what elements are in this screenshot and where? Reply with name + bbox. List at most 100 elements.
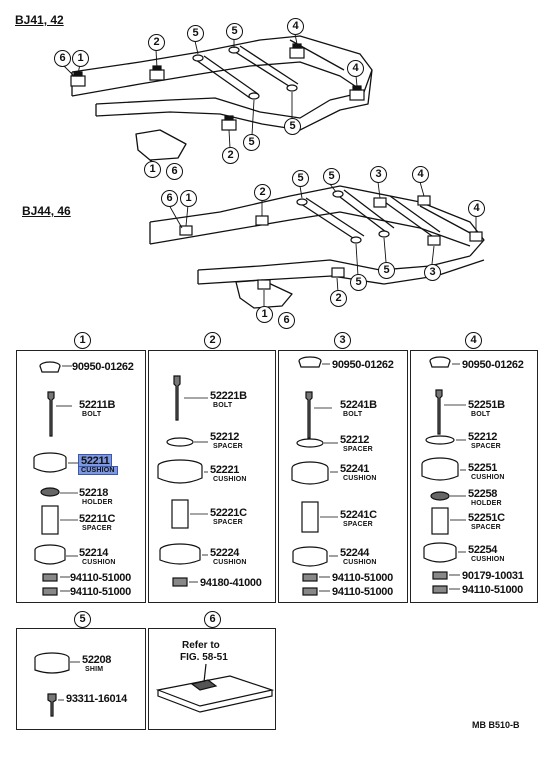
- group-2-heading: 2: [204, 332, 221, 349]
- g5-part-number[interactable]: 52208: [82, 654, 112, 666]
- group-1-heading: 1: [74, 332, 91, 349]
- g3-part-number[interactable]: 94110-51000: [332, 572, 393, 584]
- g4-part-name: CUSHION: [471, 556, 505, 563]
- g1-part-name: BOLT: [82, 411, 102, 418]
- frame-bj41-42: [71, 35, 373, 167]
- group-4-panel: [410, 350, 538, 603]
- callout-6[interactable]: 6: [161, 190, 178, 207]
- g3-part-number[interactable]: 94110-51000: [332, 586, 393, 598]
- g3-part-number[interactable]: 90950-01262: [332, 359, 394, 371]
- callout-2[interactable]: 2: [148, 34, 165, 51]
- model-label-bj44-46: BJ44, 46: [22, 204, 71, 218]
- g3-part-number[interactable]: 52212: [340, 434, 370, 446]
- callout-3[interactable]: 3: [424, 264, 441, 281]
- callout-1[interactable]: 1: [72, 50, 89, 67]
- g3-part-number[interactable]: 52241: [340, 463, 370, 475]
- callout-1[interactable]: 1: [144, 161, 161, 178]
- g1-part-name: SPACER: [82, 525, 112, 532]
- leader-lines: [61, 33, 477, 308]
- g1-part-number[interactable]: 94110-51000: [70, 586, 131, 598]
- g3-part-number[interactable]: 52241C: [340, 509, 377, 521]
- g1-part-number[interactable]: 52211C: [79, 513, 116, 525]
- g4-part-name: SPACER: [471, 443, 501, 450]
- group-6-panel: [148, 628, 276, 730]
- group-4-heading: 4: [465, 332, 482, 349]
- g2-part-name: BOLT: [213, 402, 233, 409]
- g3-part-name: SPACER: [343, 521, 373, 528]
- part-icons: [33, 356, 459, 717]
- g1-part-number[interactable]: 94110-51000: [70, 572, 131, 584]
- callout-5[interactable]: 5: [226, 23, 243, 40]
- refer-plate-illustration: [155, 663, 275, 713]
- g4-part-number[interactable]: 52251B: [468, 399, 505, 411]
- group-3-heading: 3: [334, 332, 351, 349]
- g2-part-name: SPACER: [213, 443, 243, 450]
- group-5-heading: 5: [74, 611, 91, 628]
- model-label-bj41-42: BJ41, 42: [15, 13, 64, 27]
- g4-part-number[interactable]: 52251C: [468, 512, 505, 524]
- callout-6[interactable]: 6: [278, 312, 295, 329]
- g1-part-number[interactable]: 52214: [79, 547, 109, 559]
- group-6-heading: 6: [204, 611, 221, 628]
- g3-part-number[interactable]: 52244: [340, 547, 370, 559]
- g1-part-number[interactable]: 52218: [79, 487, 109, 499]
- group-1-panel: [16, 350, 146, 603]
- g1-part-name: CUSHION: [82, 559, 116, 566]
- g5-part-number[interactable]: 93311-16014: [66, 693, 127, 705]
- refer-to-text: Refer to: [182, 640, 220, 651]
- g4-part-number[interactable]: 52254: [468, 544, 498, 556]
- group-2-panel: [148, 350, 276, 603]
- callout-5[interactable]: 5: [378, 262, 395, 279]
- callout-5[interactable]: 5: [284, 118, 301, 135]
- g4-part-number[interactable]: 90179-10031: [462, 570, 524, 582]
- g3-part-name: CUSHION: [343, 475, 377, 482]
- g1-part-name: CUSHION: [78, 466, 118, 475]
- g2-part-number[interactable]: 52212: [210, 431, 240, 443]
- callout-2[interactable]: 2: [330, 290, 347, 307]
- callout-4[interactable]: 4: [412, 166, 429, 183]
- callout-5[interactable]: 5: [243, 134, 260, 151]
- g3-part-name: BOLT: [343, 411, 363, 418]
- part-leaders: [56, 363, 466, 701]
- g4-part-number[interactable]: 52258: [468, 488, 498, 500]
- callout-5[interactable]: 5: [323, 168, 340, 185]
- g3-part-number[interactable]: 52241B: [340, 399, 377, 411]
- callout-1[interactable]: 1: [256, 306, 273, 323]
- g5-part-name: SHIM: [85, 666, 104, 673]
- callout-1[interactable]: 1: [180, 190, 197, 207]
- g2-part-number[interactable]: 52221C: [210, 507, 247, 519]
- g1-part-name: HOLDER: [82, 499, 113, 506]
- callout-4[interactable]: 4: [287, 18, 304, 35]
- g3-part-name: CUSHION: [343, 559, 377, 566]
- callout-4[interactable]: 4: [468, 200, 485, 217]
- callout-4[interactable]: 4: [347, 60, 364, 77]
- g1-part-number-highlighted[interactable]: 52211: [77, 454, 113, 468]
- callout-5[interactable]: 5: [350, 274, 367, 291]
- g2-part-name: CUSHION: [213, 476, 247, 483]
- figure-code: MB B510-B: [472, 720, 520, 730]
- g4-part-number[interactable]: 90950-01262: [462, 359, 524, 371]
- g4-part-number[interactable]: 52251: [468, 462, 498, 474]
- g4-part-name: BOLT: [471, 411, 491, 418]
- g2-part-number[interactable]: 94180-41000: [200, 577, 262, 589]
- g4-part-number[interactable]: 52212: [468, 431, 498, 443]
- callout-2[interactable]: 2: [254, 184, 271, 201]
- callout-5[interactable]: 5: [292, 170, 309, 187]
- figure-reference-link[interactable]: FIG. 58-51: [180, 652, 228, 663]
- callout-6[interactable]: 6: [166, 163, 183, 180]
- group-3-panel: [278, 350, 408, 603]
- g4-part-number[interactable]: 94110-51000: [462, 584, 523, 596]
- callout-5[interactable]: 5: [187, 25, 204, 42]
- g2-part-number[interactable]: 52224: [210, 547, 240, 559]
- g2-part-name: CUSHION: [213, 559, 247, 566]
- g4-part-name: HOLDER: [471, 500, 502, 507]
- g1-part-number[interactable]: 52211B: [79, 399, 116, 411]
- g4-part-name: CUSHION: [471, 474, 505, 481]
- callout-2[interactable]: 2: [222, 147, 239, 164]
- g2-part-number[interactable]: 52221B: [210, 390, 247, 402]
- callout-3[interactable]: 3: [370, 166, 387, 183]
- g2-part-number[interactable]: 52221: [210, 464, 240, 476]
- g3-part-name: SPACER: [343, 446, 373, 453]
- callout-6[interactable]: 6: [54, 50, 71, 67]
- g1-part-number[interactable]: 90950-01262: [72, 361, 134, 373]
